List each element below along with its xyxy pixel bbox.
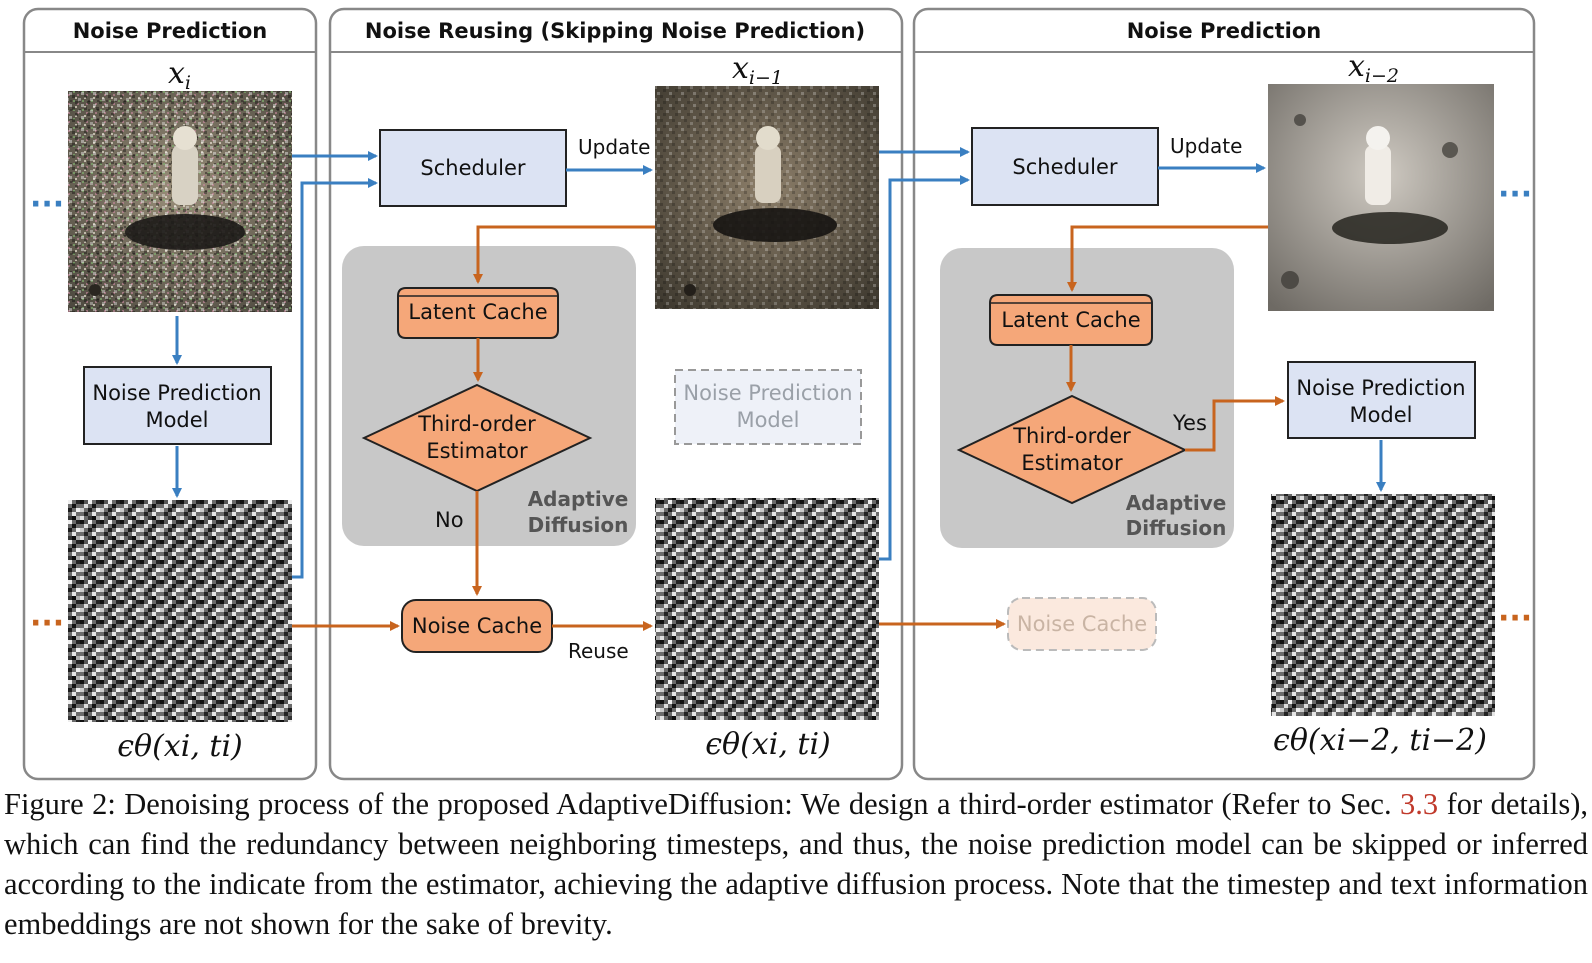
arrow-latent-to-cache-2 [1067, 225, 1268, 292]
svg-text:Model: Model [145, 408, 208, 432]
diagram: Noise Prediction Noise Reusing (Skipping… [22, 7, 1536, 781]
latent-cache-1: Latent Cache [397, 287, 559, 339]
noise-label-2: ϵθ(xi, ti) [705, 727, 831, 762]
svg-text:Noise Prediction: Noise Prediction [92, 381, 261, 405]
svg-text:Model: Model [736, 408, 799, 432]
panel-2: Noise Reusing (Skipping Noise Prediction… [328, 7, 904, 781]
scheduler-1: Scheduler [379, 129, 567, 207]
panel-2-header: Noise Reusing (Skipping Noise Prediction… [365, 19, 865, 43]
reuse-label: Reuse [568, 639, 629, 663]
svg-text:Third-order: Third-order [417, 412, 536, 436]
panel-1-header: Noise Prediction [73, 19, 268, 43]
panel-1: Noise Prediction [22, 7, 318, 781]
arrow-latent-to-cache-1 [473, 225, 655, 284]
noise-prediction-model-2: Noise Prediction Model [1287, 361, 1476, 439]
svg-text:Noise Prediction: Noise Prediction [1296, 376, 1465, 400]
svg-text:Estimator: Estimator [1021, 451, 1123, 475]
noise-label-1: ϵθ(xi, ti) [117, 729, 243, 764]
latent-image-3 [1268, 84, 1494, 311]
latent-symbol-1: xi [168, 56, 191, 94]
panel-3-header: Noise Prediction [1127, 19, 1322, 43]
latent-image-2 [655, 86, 879, 309]
ellipsis-orange-left: ··· [30, 606, 64, 641]
adaptive-label-2a: Adaptive [1126, 491, 1227, 515]
svg-text:Third-order: Third-order [1012, 424, 1131, 448]
third-order-estimator-1: Third-order Estimator [361, 383, 593, 493]
adaptive-label-2b: Diffusion [1126, 516, 1227, 540]
svg-text:Noise Cache: Noise Cache [1017, 612, 1147, 636]
noise-image-1 [68, 500, 292, 722]
noise-cache-1: Noise Cache [401, 599, 553, 653]
latent-image-1 [68, 91, 292, 312]
adaptive-label-1b: Diffusion [528, 513, 629, 537]
yes-label: Yes [1172, 411, 1207, 435]
arrow-noise-to-scheduler-2 [879, 175, 970, 561]
latent-symbol-2: xi−1 [732, 51, 783, 89]
ellipsis-blue-right: ··· [1498, 177, 1532, 212]
noise-label-3: ϵθ(xi−2, ti−2) [1273, 723, 1487, 758]
latent-cache-2: Latent Cache [989, 294, 1153, 346]
svg-text:Estimator: Estimator [426, 439, 528, 463]
svg-text:Noise Cache: Noise Cache [412, 614, 542, 638]
third-order-estimator-2: Third-order Estimator [956, 394, 1188, 505]
arrow-noise-to-scheduler-1 [292, 178, 378, 579]
noise-prediction-model-skipped: Noise Prediction Model [674, 369, 862, 445]
adaptive-label-1a: Adaptive [528, 487, 629, 511]
noise-image-3 [1271, 494, 1495, 716]
latent-symbol-3: xi−2 [1348, 49, 1399, 87]
svg-text:Noise Prediction: Noise Prediction [683, 381, 852, 405]
update-label-1: Update [578, 135, 650, 159]
scheduler-2: Scheduler [971, 127, 1159, 206]
figure-caption: Figure 2: Denoising process of the propo… [4, 787, 1588, 941]
svg-text:Latent Cache: Latent Cache [1001, 308, 1140, 332]
noise-cache-skipped: Noise Cache [1007, 597, 1157, 651]
svg-text:Scheduler: Scheduler [420, 156, 525, 180]
panel-3: Noise Prediction [912, 7, 1536, 781]
section-reference-link[interactable]: 3.3 [1400, 787, 1439, 821]
noise-prediction-model-1: Noise Prediction Model [83, 366, 272, 445]
update-label-2: Update [1170, 134, 1242, 158]
ellipsis-orange-right: ··· [1498, 601, 1532, 636]
arrow-estimator-yes [1185, 396, 1285, 452]
no-label: No [435, 508, 464, 532]
svg-text:Scheduler: Scheduler [1012, 155, 1117, 179]
svg-text:Model: Model [1349, 403, 1412, 427]
noise-image-2 [655, 498, 879, 720]
svg-text:Latent Cache: Latent Cache [408, 300, 547, 324]
ellipsis-blue-left: ··· [30, 187, 64, 222]
